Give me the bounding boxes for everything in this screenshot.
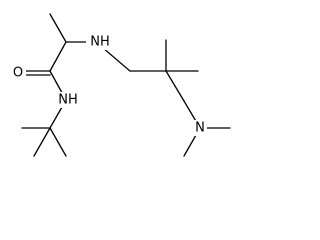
dimethylamino-nitrogen-label: N xyxy=(195,121,205,136)
amine-nitrogen-label: NH xyxy=(90,35,110,50)
bond-methyl-alpha xyxy=(49,13,67,43)
oxygen-label: O xyxy=(13,66,23,81)
atom-labels: O NH NH N xyxy=(12,34,207,136)
structural-formula: O NH NH N xyxy=(12,13,231,157)
amide-nitrogen-label: NH xyxy=(58,93,78,108)
bond-quaternary-ch2 xyxy=(165,70,185,102)
bond-tbutyl-methyl-2 xyxy=(49,127,67,157)
bond-tbutyl-methyl-3 xyxy=(33,127,51,157)
bond-alpha-carbonyl xyxy=(49,41,67,72)
